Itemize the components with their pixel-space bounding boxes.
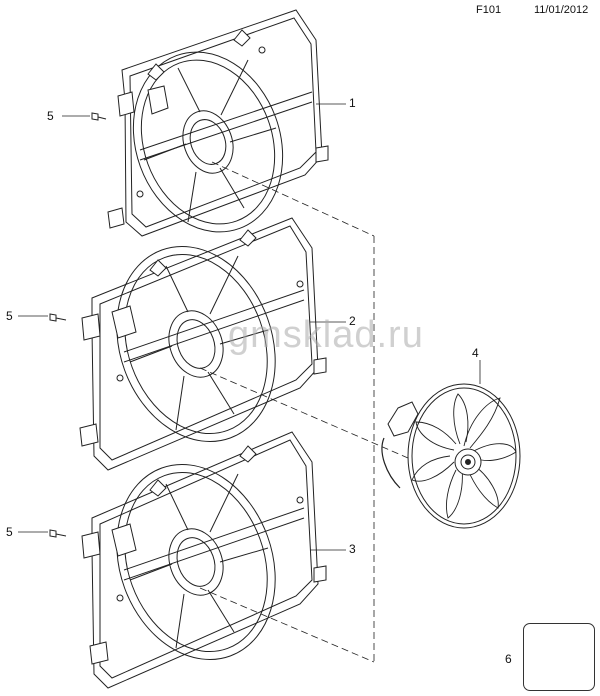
callout-inset-screw: 6 [505,652,512,666]
fan-blades [411,393,517,519]
callout-fan: 4 [472,346,479,360]
bolt-screw-middle [49,313,67,322]
callout-frame-top: 1 [349,96,356,110]
watermark: gmsklad.ru [228,314,424,356]
callout-screw-middle: 5 [6,309,13,323]
callout-screw-bottom: 5 [6,525,13,539]
callout-frame-middle: 2 [349,314,356,328]
cooling-fan [381,383,521,529]
bolt-screw-top [91,112,107,121]
leader-lines [18,103,481,551]
fan-shroud-2 [79,217,327,471]
callout-frame-bottom: 3 [349,542,356,556]
dashed-alignment-lines [199,161,409,663]
inset-box [523,623,595,691]
diagram-code: F101 [476,4,502,16]
callout-screw-top: 5 [47,109,54,123]
diagram-date: 11/01/2012 [534,4,589,16]
fan-shroud-3 [81,431,327,689]
fan-shroud-1 [107,9,329,237]
bolt-screw-bottom [49,529,67,538]
